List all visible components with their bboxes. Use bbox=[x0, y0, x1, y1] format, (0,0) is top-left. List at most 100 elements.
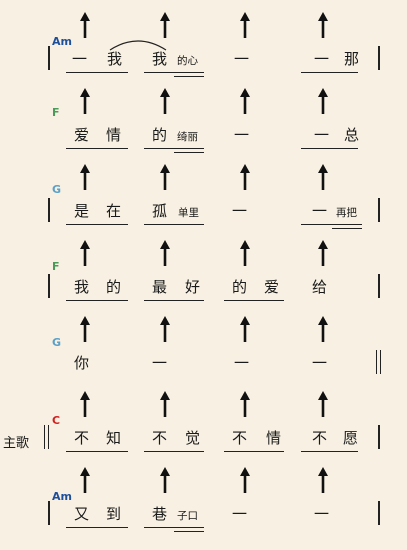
beat-underline bbox=[301, 224, 362, 225]
strum-arrow-icon bbox=[160, 12, 170, 38]
barline bbox=[378, 501, 380, 525]
beat-underline bbox=[224, 300, 284, 301]
strum-arrow-icon bbox=[240, 12, 250, 38]
lyric-syllable: 情 bbox=[106, 126, 122, 144]
double-barline bbox=[44, 425, 49, 449]
beat-underline bbox=[224, 451, 284, 452]
beat-underline bbox=[144, 527, 204, 528]
half-beat-underline bbox=[174, 152, 204, 153]
beat-underline bbox=[144, 224, 204, 225]
strum-arrow-icon bbox=[240, 467, 250, 493]
lyric-syllable: 爱 bbox=[74, 126, 90, 144]
barline bbox=[48, 501, 50, 525]
strum-arrow-icon bbox=[240, 391, 250, 417]
lyric-syllable: 又 bbox=[74, 505, 90, 523]
beat-underline bbox=[66, 451, 128, 452]
beat-underline bbox=[301, 148, 358, 149]
lyric-syllable: 一 bbox=[312, 354, 328, 372]
beat-underline bbox=[301, 72, 358, 73]
lyric-syllable: 不 bbox=[74, 429, 90, 447]
barline bbox=[378, 274, 380, 298]
barline bbox=[48, 274, 50, 298]
lyric-syllable: 一 bbox=[314, 505, 330, 523]
barline bbox=[48, 198, 50, 222]
lyric-syllable: 绮丽 bbox=[177, 131, 198, 143]
lyric-syllable: 在 bbox=[106, 202, 122, 220]
chord-label: Am bbox=[52, 35, 72, 48]
lyric-syllable: 最 bbox=[152, 278, 168, 296]
double-barline bbox=[376, 350, 381, 374]
section-label: 主歌 bbox=[3, 436, 30, 451]
strum-arrow-icon bbox=[80, 88, 90, 114]
lyric-syllable: 是 bbox=[74, 202, 90, 220]
lyric-syllable: 子口 bbox=[177, 510, 198, 522]
lyric-syllable: 的心 bbox=[177, 55, 198, 67]
lyric-syllable: 给 bbox=[312, 278, 328, 296]
lyric-syllable: 一 bbox=[232, 202, 248, 220]
beat-underline bbox=[66, 527, 128, 528]
strum-arrow-icon bbox=[318, 240, 328, 266]
half-beat-underline bbox=[332, 228, 362, 229]
strum-arrow-icon bbox=[318, 391, 328, 417]
strum-arrow-icon bbox=[240, 164, 250, 190]
strum-arrow-icon bbox=[240, 316, 250, 342]
lyric-syllable: 我 bbox=[107, 50, 123, 68]
beat-underline bbox=[144, 148, 204, 149]
lyric-syllable: 孤 bbox=[152, 202, 168, 220]
lyric-syllable: 好 bbox=[185, 278, 201, 296]
lyric-syllable: 你 bbox=[74, 354, 90, 372]
lyric-syllable: 再把 bbox=[336, 207, 357, 219]
beat-underline bbox=[66, 224, 128, 225]
lyric-syllable: 知 bbox=[106, 429, 122, 447]
tie-curve bbox=[109, 40, 167, 51]
half-beat-underline bbox=[174, 76, 204, 77]
lyric-syllable: 我 bbox=[74, 278, 90, 296]
strum-arrow-icon bbox=[160, 467, 170, 493]
lyric-syllable: 的 bbox=[152, 126, 168, 144]
beat-underline bbox=[144, 72, 204, 73]
strum-arrow-icon bbox=[160, 88, 170, 114]
strum-arrow-icon bbox=[318, 88, 328, 114]
lyric-syllable: 一 bbox=[314, 126, 330, 144]
lyric-syllable: 单里 bbox=[178, 207, 199, 219]
lyric-syllable: 到 bbox=[106, 505, 122, 523]
strum-arrow-icon bbox=[160, 391, 170, 417]
strum-arrow-icon bbox=[160, 316, 170, 342]
lyric-syllable: 愿 bbox=[343, 429, 359, 447]
lyric-syllable: 一 bbox=[234, 354, 250, 372]
lyric-syllable: 一 bbox=[234, 50, 250, 68]
strum-arrow-icon bbox=[80, 467, 90, 493]
strum-arrow-icon bbox=[80, 12, 90, 38]
lyric-syllable: 一 bbox=[232, 505, 248, 523]
lyric-syllable: 的 bbox=[232, 278, 248, 296]
lyric-syllable: 总 bbox=[344, 126, 360, 144]
beat-underline bbox=[144, 451, 204, 452]
beat-underline bbox=[66, 300, 128, 301]
chord-label: F bbox=[52, 260, 60, 273]
beat-underline bbox=[301, 451, 358, 452]
lyric-syllable: 不 bbox=[312, 429, 328, 447]
beat-underline bbox=[144, 300, 204, 301]
lyric-syllable: 巷 bbox=[152, 505, 168, 523]
half-beat-underline bbox=[174, 531, 204, 532]
lyric-syllable: 觉 bbox=[185, 429, 201, 447]
lyric-syllable: 不 bbox=[152, 429, 168, 447]
barline bbox=[378, 198, 380, 222]
chord-label: G bbox=[52, 336, 62, 349]
chord-label: Am bbox=[52, 490, 72, 503]
strum-arrow-icon bbox=[318, 164, 328, 190]
chord-label: G bbox=[52, 183, 62, 196]
lyric-syllable: 一 bbox=[72, 50, 88, 68]
barline bbox=[378, 425, 380, 449]
lyric-syllable: 一 bbox=[314, 50, 330, 68]
strum-arrow-icon bbox=[318, 12, 328, 38]
lyric-syllable: 一 bbox=[312, 202, 328, 220]
lyric-syllable: 情 bbox=[266, 429, 282, 447]
strum-arrow-icon bbox=[318, 316, 328, 342]
chord-label: C bbox=[52, 414, 61, 427]
